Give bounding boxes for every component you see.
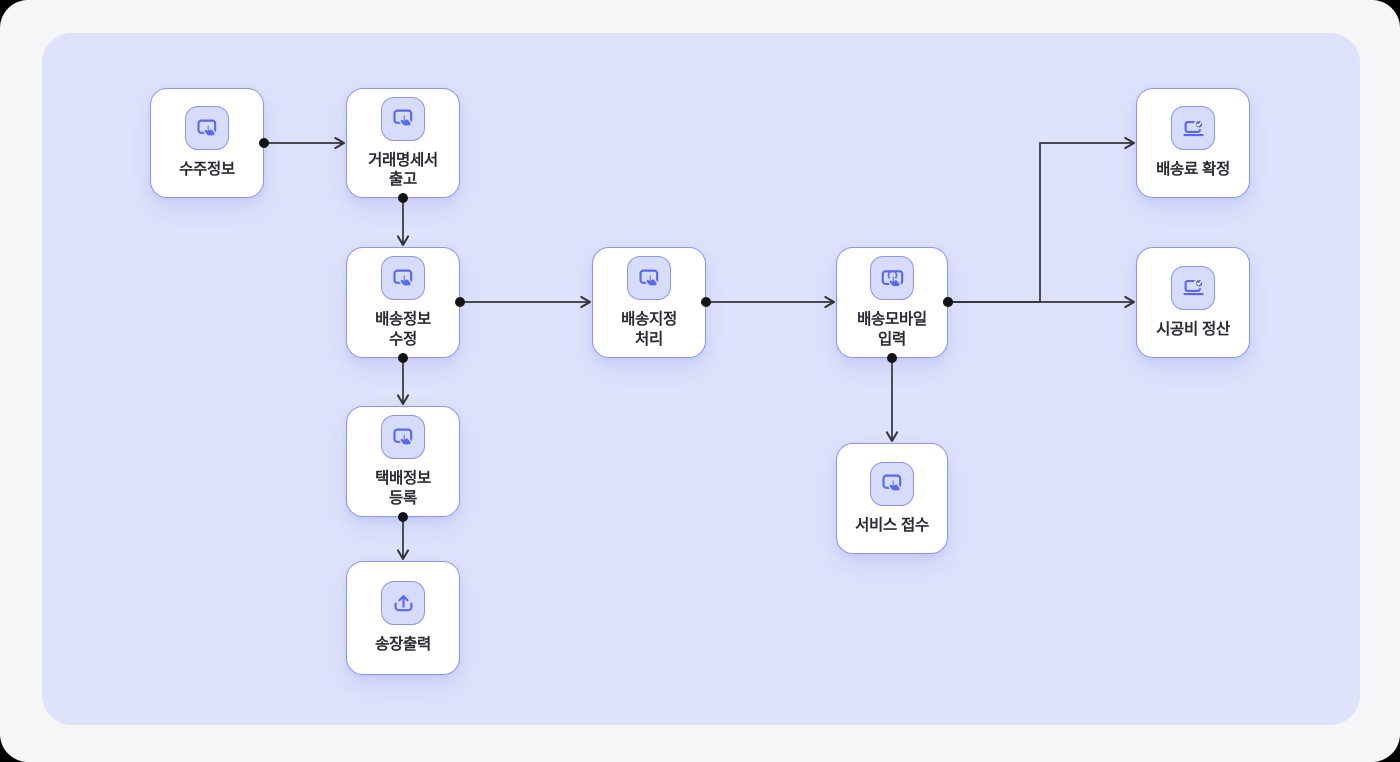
node-delivery-assign-process[interactable]: 배송지정 처리 <box>592 247 706 358</box>
node-label: 배송료 확정 <box>1156 161 1230 179</box>
node-service-receipt[interactable]: 서비스 접수 <box>836 443 948 554</box>
node-label: 송장출력 <box>375 636 431 654</box>
node-delivery-info-edit[interactable]: 배송정보 수정 <box>346 247 460 358</box>
touch-screen-icon <box>870 256 914 301</box>
node-delivery-fee-confirm[interactable]: 배송료 확정 <box>1136 88 1250 198</box>
node-label: 거래명세서 출고 <box>368 151 438 188</box>
tap-icon <box>627 256 671 301</box>
laptop-check-icon <box>1171 265 1215 310</box>
tap-icon <box>870 461 914 506</box>
node-construction-cost-settle[interactable]: 시공비 정산 <box>1136 247 1250 358</box>
node-transaction-statement[interactable]: 거래명세서 출고 <box>346 88 460 198</box>
node-label: 배송지정 처리 <box>621 311 677 348</box>
node-label: 수주정보 <box>179 161 235 179</box>
node-order-info[interactable]: 수주정보 <box>150 88 264 198</box>
tap-icon <box>381 256 425 301</box>
node-label: 서비스 접수 <box>855 516 929 534</box>
node-invoice-print[interactable]: 송장출력 <box>346 561 460 675</box>
node-label: 배송정보 수정 <box>375 311 431 348</box>
node-delivery-mobile-input[interactable]: 배송모바일 입력 <box>836 247 948 358</box>
laptop-check-icon <box>1171 106 1215 151</box>
node-label: 택배정보 등록 <box>375 470 431 507</box>
node-parcel-info-register[interactable]: 택배정보 등록 <box>346 406 460 517</box>
upload-icon <box>381 581 425 626</box>
tap-icon <box>185 106 229 151</box>
tap-icon <box>381 415 425 460</box>
node-label: 배송모바일 입력 <box>857 311 927 348</box>
tap-icon <box>381 96 425 141</box>
node-label: 시공비 정산 <box>1156 320 1230 338</box>
